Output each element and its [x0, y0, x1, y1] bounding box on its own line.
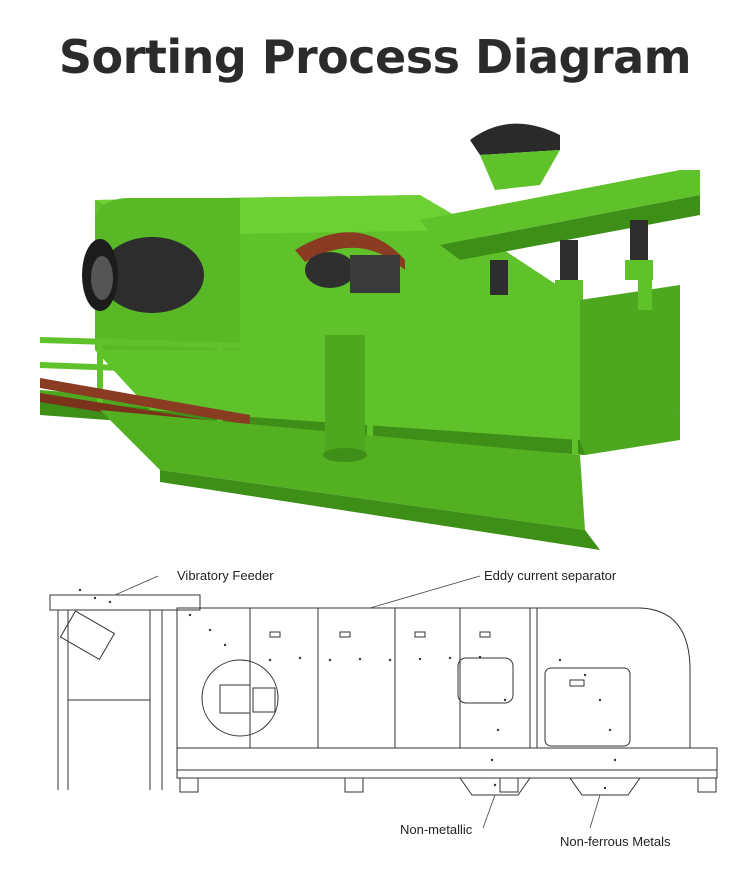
base-rail — [176, 747, 718, 771]
machine-floor — [40, 400, 585, 455]
material-particles — [78, 588, 617, 790]
vibratory-feeder — [420, 170, 700, 245]
railing — [40, 337, 581, 520]
non-metallic-tray — [459, 777, 531, 796]
left-motor-cover — [100, 237, 204, 313]
separator-hood — [536, 607, 691, 749]
process-drawing — [49, 575, 718, 829]
discharge-chute — [325, 335, 365, 455]
drum-circle — [201, 659, 279, 737]
label-eddy-current-separator: Eddy current separator — [484, 568, 617, 583]
non-ferrous-tray — [569, 777, 641, 796]
label-non-ferrous-metals: Non-ferrous Metals — [560, 834, 671, 849]
top-motor-cover — [470, 123, 560, 155]
middle-motor-cover — [295, 232, 405, 270]
page-title: Sorting Process Diagram — [58, 30, 692, 84]
non-metallic-leader — [482, 794, 496, 829]
label-non-metallic: Non-metallic — [400, 822, 473, 837]
feeder-frame — [49, 594, 201, 611]
separator-body — [176, 607, 538, 749]
machine-lower-deck — [100, 410, 585, 530]
non-ferrous-leader — [589, 794, 601, 829]
vibratory-feeder-leader — [114, 575, 159, 596]
machine-photo — [40, 123, 700, 550]
feeder-springs — [490, 220, 648, 295]
rust-bar — [40, 378, 250, 425]
eddy-current-leader — [369, 575, 481, 609]
machine-side-panel — [580, 285, 680, 440]
label-vibratory-feeder: Vibratory Feeder — [177, 568, 274, 583]
